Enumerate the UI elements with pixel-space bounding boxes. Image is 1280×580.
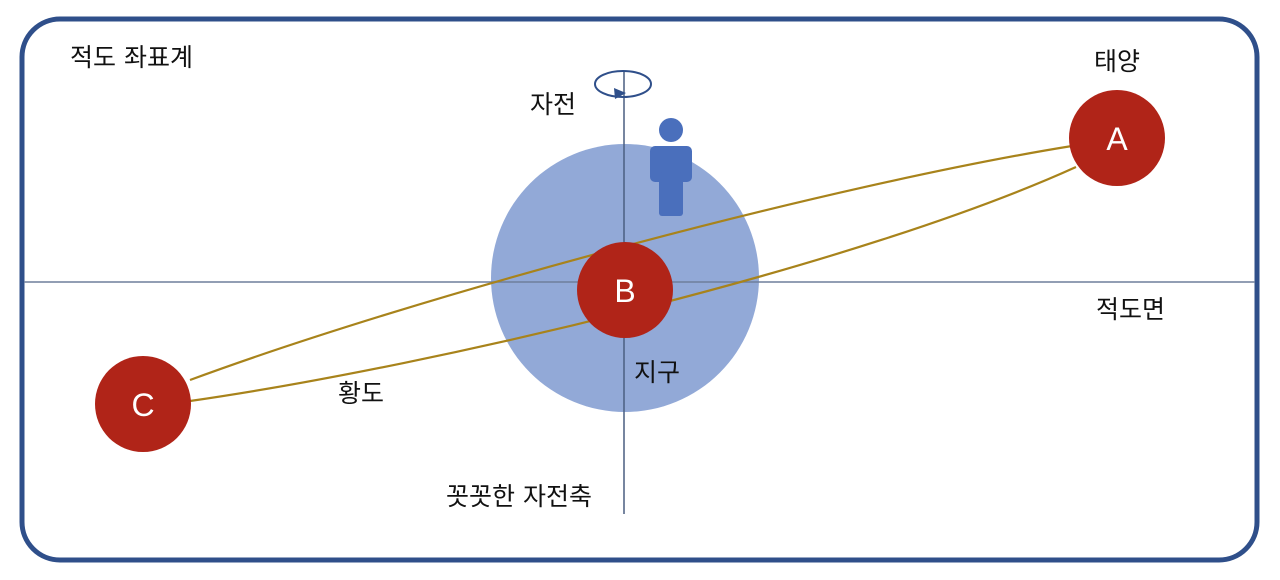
upright-axis-label: 꼿꼿한 자전축 [446,482,592,511]
rotation-arrow-icon [594,70,652,99]
rotation-label: 자전 [530,90,576,119]
equatorial-plane-label: 적도면 [1096,295,1165,324]
point-c-label: C [131,387,154,423]
point-b-ball [577,242,673,338]
ecliptic-label: 황도 [338,379,384,408]
sun-label: 태양 [1094,47,1140,76]
earth-label: 지구 [634,358,680,387]
point-a-label: A [1106,121,1128,157]
diagram-title: 적도 좌표계 [70,43,193,72]
point-b-label: B [614,273,635,309]
point-a-ball [1069,90,1165,186]
point-c-ball [95,356,191,452]
person-icon [650,118,692,216]
